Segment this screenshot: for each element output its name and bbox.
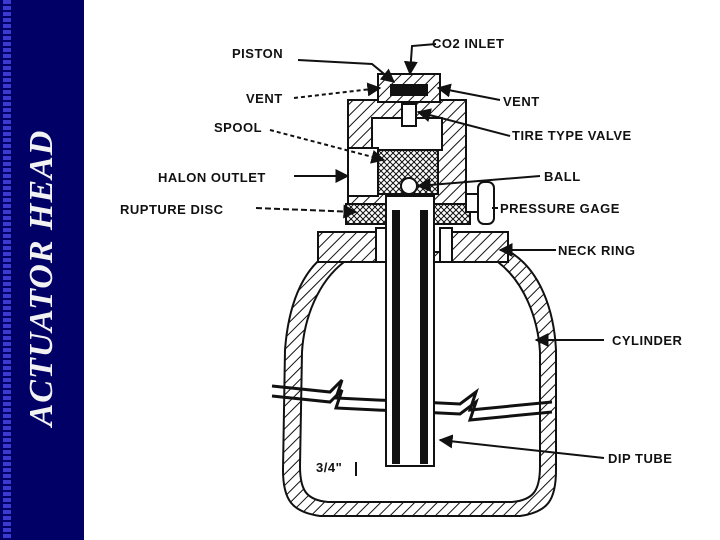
leader-spool	[269, 129, 386, 164]
label-neck-ring: NECK RING	[558, 243, 635, 258]
leader-vent-right	[436, 83, 501, 101]
label-rupture-disc: RUPTURE DISC	[120, 202, 224, 217]
leader-piston	[297, 59, 396, 83]
leader-tire-valve	[416, 108, 511, 137]
label-halon-outlet: HALON OUTLET	[158, 170, 266, 185]
label-spool: SPOOL	[214, 120, 262, 135]
leader-dip-tube	[438, 434, 605, 459]
label-tire-type-valve: TIRE TYPE VALVE	[512, 128, 632, 143]
leader-ball	[416, 175, 541, 192]
label-clearance: 3/4"	[316, 460, 342, 475]
label-vent-left: VENT	[246, 91, 283, 106]
neck-ring-left	[317, 231, 377, 263]
piston	[390, 84, 428, 96]
neck-ring-right	[451, 231, 509, 263]
label-pressure-gage: PRESSURE GAGE	[500, 201, 620, 216]
label-piston: PISTON	[232, 46, 283, 61]
tire-valve-stem	[401, 103, 417, 127]
label-cylinder: CYLINDER	[612, 333, 683, 348]
label-vent-right: VENT	[503, 94, 540, 109]
leader-rupture-disc	[255, 204, 358, 219]
title-sidebar: ACTUATOR HEAD	[0, 0, 84, 540]
leader-vent-left	[293, 82, 382, 99]
sidebar-dot-pattern	[3, 0, 11, 540]
pressure-gage	[477, 181, 495, 225]
slide-title: ACTUATOR HEAD	[23, 129, 60, 427]
label-co2-inlet: CO2 INLET	[432, 36, 504, 51]
leader-co2-inlet	[403, 43, 437, 76]
ball	[400, 177, 418, 195]
actuator-head-diagram: PISTON CO2 INLET VENT VENT SPOOL TIRE TY…	[120, 36, 683, 517]
label-dip-tube: DIP TUBE	[608, 451, 672, 466]
label-ball: BALL	[544, 169, 581, 184]
neck-collar-right	[439, 227, 453, 263]
halon-outlet-port	[347, 147, 379, 197]
